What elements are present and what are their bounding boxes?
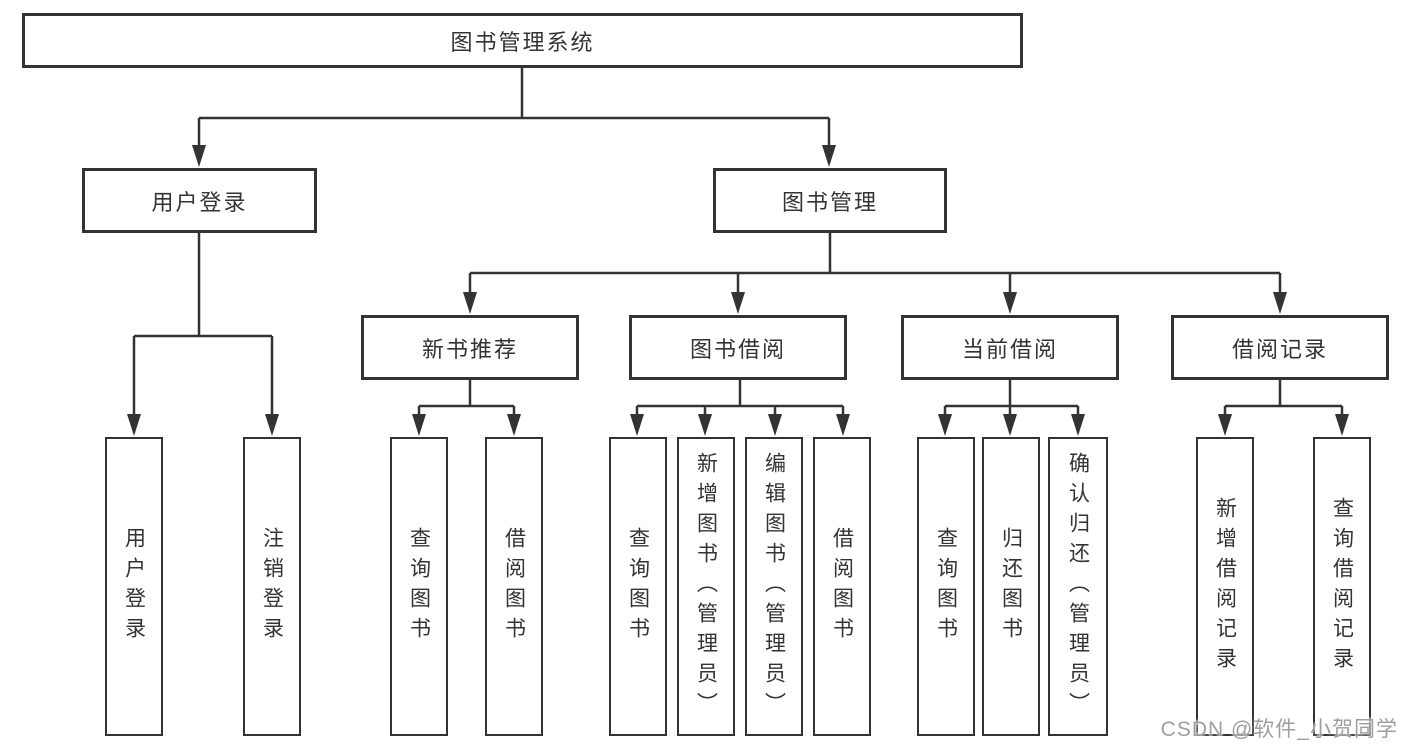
arrow-down-icon xyxy=(731,292,745,314)
arrow-down-icon xyxy=(412,414,426,436)
arrow-down-icon xyxy=(192,145,206,167)
node-user-login: 用户登录 xyxy=(82,168,317,233)
node-label: 编辑图书（管理员） xyxy=(762,451,786,722)
node-label: 用户登录 xyxy=(151,189,248,215)
arrow-down-icon xyxy=(265,414,279,436)
node-leaf-edit-books-admin: 编辑图书（管理员） xyxy=(745,437,803,736)
node-new-book-recommend: 新书推荐 xyxy=(361,315,579,380)
node-label: 查询图书 xyxy=(934,526,958,647)
node-leaf-borrow-books: 借阅图书 xyxy=(813,437,871,736)
connector-current-borrow-branch xyxy=(943,380,1080,415)
node-book-borrow: 图书借阅 xyxy=(629,315,847,380)
node-label: 借阅图书 xyxy=(502,526,526,647)
arrow-down-icon xyxy=(768,414,782,436)
arrow-down-icon xyxy=(836,414,850,436)
node-label: 查询图书 xyxy=(407,526,431,647)
node-leaf-logout: 注销登录 xyxy=(243,437,301,736)
connector-book-borrow-branch xyxy=(635,380,845,415)
node-label: 查询借阅记录 xyxy=(1330,496,1354,677)
node-label: 注销登录 xyxy=(260,526,284,647)
arrow-down-icon xyxy=(463,292,477,314)
node-label: 查询图书 xyxy=(626,526,650,647)
node-root-system: 图书管理系统 xyxy=(22,13,1023,68)
node-leaf-user-login: 用户登录 xyxy=(105,437,163,736)
node-label: 图书管理 xyxy=(781,189,878,215)
node-label: 确认归还（管理员） xyxy=(1066,451,1090,722)
node-label: 新书推荐 xyxy=(421,336,518,362)
node-leaf-add-books-admin: 新增图书（管理员） xyxy=(677,437,735,736)
node-label: 新增图书（管理员） xyxy=(694,451,718,722)
connector-borrow-records-branch xyxy=(1223,380,1344,415)
arrow-down-icon xyxy=(630,414,644,436)
arrow-down-icon xyxy=(698,414,712,436)
node-leaf-add-borrow-record: 新增借阅记录 xyxy=(1196,437,1254,736)
arrow-down-icon xyxy=(1003,414,1017,436)
node-leaf-borrow-books: 借阅图书 xyxy=(485,437,543,736)
arrow-down-icon xyxy=(1003,292,1017,314)
connector-book-mgmt-branch xyxy=(468,233,1282,292)
node-leaf-return-books: 归还图书 xyxy=(982,437,1040,736)
arrow-down-icon xyxy=(1071,414,1085,436)
node-book-management: 图书管理 xyxy=(713,168,947,233)
connector-new-book-rec-branch xyxy=(417,380,516,415)
node-label: 借阅图书 xyxy=(830,526,854,647)
arrow-down-icon xyxy=(507,414,521,436)
arrow-down-icon xyxy=(127,414,141,436)
arrow-down-icon xyxy=(1218,414,1232,436)
node-leaf-query-borrow-record: 查询借阅记录 xyxy=(1313,437,1371,736)
node-leaf-query-books: 查询图书 xyxy=(390,437,448,736)
node-label: 图书借阅 xyxy=(689,336,786,362)
node-label: 归还图书 xyxy=(999,526,1023,647)
arrow-down-icon xyxy=(1273,292,1287,314)
node-leaf-query-books: 查询图书 xyxy=(917,437,975,736)
node-label: 新增借阅记录 xyxy=(1213,496,1237,677)
connector-root-to-level2 xyxy=(197,68,831,146)
node-leaf-query-books: 查询图书 xyxy=(609,437,667,736)
arrow-down-icon xyxy=(938,414,952,436)
node-label: 图书管理系统 xyxy=(450,29,595,55)
arrow-down-icon xyxy=(822,145,836,167)
arrow-down-icon xyxy=(1335,414,1349,436)
node-label: 借阅记录 xyxy=(1231,336,1328,362)
node-label: 当前借阅 xyxy=(961,336,1058,362)
node-label: 用户登录 xyxy=(122,526,146,647)
node-current-borrow: 当前借阅 xyxy=(901,315,1119,380)
node-leaf-confirm-return-admin: 确认归还（管理员） xyxy=(1048,437,1108,736)
node-borrow-records: 借阅记录 xyxy=(1171,315,1389,380)
csdn-watermark: CSDN @软件_小贺同学 xyxy=(1160,718,1398,741)
connector-user-login-branch xyxy=(132,233,274,415)
